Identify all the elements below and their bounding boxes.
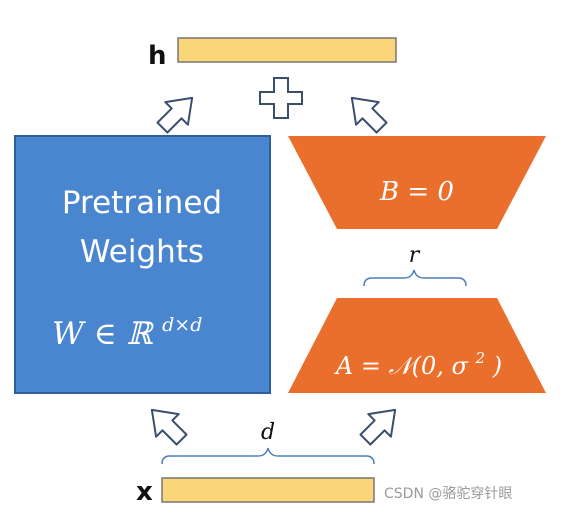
dimension-brace — [161, 447, 375, 465]
pretrained-weights-block — [14, 135, 271, 394]
arrow-x-to-pretrained-icon — [150, 408, 188, 446]
matrix-b-formula: B = 0 — [379, 177, 454, 207]
pretrained-title-line2: Weights — [80, 234, 204, 270]
pretrained-formula-main: W ∈ ℝ — [52, 316, 155, 352]
matrix-a-formula-sup: 2 — [475, 349, 486, 367]
matrix-a-block — [288, 298, 546, 393]
matrix-a-formula-post: ) — [492, 352, 502, 380]
plus-icon — [259, 77, 303, 119]
dimension-label-d: d — [261, 420, 275, 445]
rank-brace — [363, 269, 467, 287]
arrow-b-to-h-icon — [350, 96, 388, 134]
output-label-h: h — [148, 41, 167, 71]
matrix-b-block — [288, 136, 546, 229]
matrix-a-formula-pre: A = 𝒩(0, σ — [334, 352, 469, 380]
watermark-text: CSDN @骆驼穿针眼 — [384, 485, 512, 502]
matrix-a-formula: A = 𝒩(0, σ 2 ) — [334, 341, 502, 380]
arrow-x-to-a-icon — [359, 408, 397, 446]
pretrained-formula-sup: d×d — [162, 314, 202, 336]
input-vector-x — [161, 477, 375, 503]
rank-label-r: r — [409, 243, 421, 268]
input-label-x: x — [136, 477, 153, 507]
output-vector-h — [177, 37, 397, 63]
arrow-pretrained-to-h-icon — [156, 96, 194, 134]
pretrained-title-line1: Pretrained — [62, 185, 222, 221]
pretrained-formula: W ∈ ℝ d×d — [52, 314, 202, 352]
